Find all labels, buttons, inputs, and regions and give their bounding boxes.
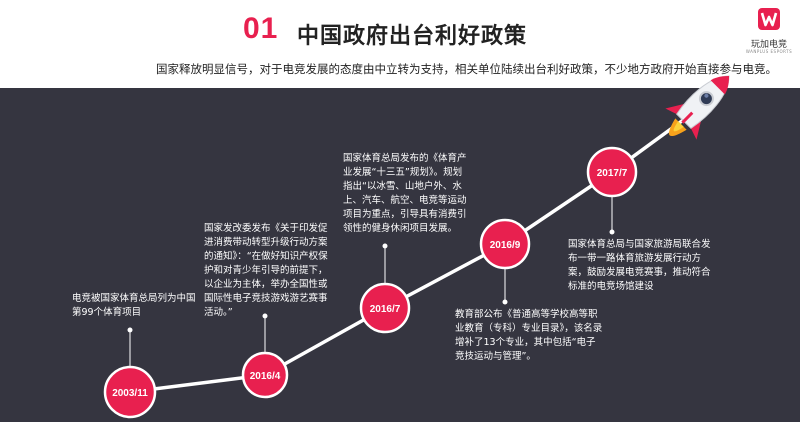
page-title: 中国政府出台利好政策 <box>297 24 528 49</box>
event-text-2003-11: 电竞被国家体育总局列为中国第99个体育项目 <box>72 293 196 318</box>
header-area: 01 中国政府出台利好政策 国家释放明显信号，对于电竞发展的态度由中立转为支持，… <box>0 0 800 88</box>
milestone-2003-11: 2003/11 <box>103 365 157 419</box>
brand-sub: WANPLUS ESPORTS <box>745 49 793 54</box>
milestone-date: 2016/9 <box>490 240 521 251</box>
milestone-2016-9: 2016/9 <box>479 218 531 270</box>
milestone-2017-7: 2017/7 <box>586 146 638 198</box>
section-number: 01 <box>243 12 279 45</box>
milestone-2016-4: 2016/4 <box>241 351 289 399</box>
milestone-2016-7: 2016/7 <box>359 282 411 334</box>
page-subtitle: 国家释放明显信号，对于电竞发展的态度由中立转为支持，相关单位陆续出台利好政策，不… <box>156 62 777 76</box>
milestone-date: 2003/11 <box>112 388 148 399</box>
milestone-date: 2016/7 <box>370 304 401 315</box>
rocket-icon <box>665 75 730 140</box>
event-text-2016-4: 国家发改委发布《关于印发促进消费带动转型升级行动方案的通知》：“在做好知识产权保… <box>204 223 328 318</box>
milestone-date: 2017/7 <box>597 168 628 179</box>
event-text-2016-7: 国家体育总局发布的《体育产业发展“十三五”规划》。规划指出“以冰雪、山地户外、水… <box>343 153 467 234</box>
brand-name: 玩加电竞 <box>750 40 787 50</box>
milestone-date: 2016/4 <box>250 371 281 382</box>
event-text-2016-9: 教育部公布《普通高等学校高等职业教育（专科）专业目录》，该名录增补了13个专业，… <box>455 309 603 362</box>
brand-logo-icon <box>758 8 780 30</box>
event-text-2017-7: 国家体育总局与国家旅游局联合发布一带一路体育旅游发展行动方案，鼓励发展电竞赛事，… <box>568 239 711 292</box>
